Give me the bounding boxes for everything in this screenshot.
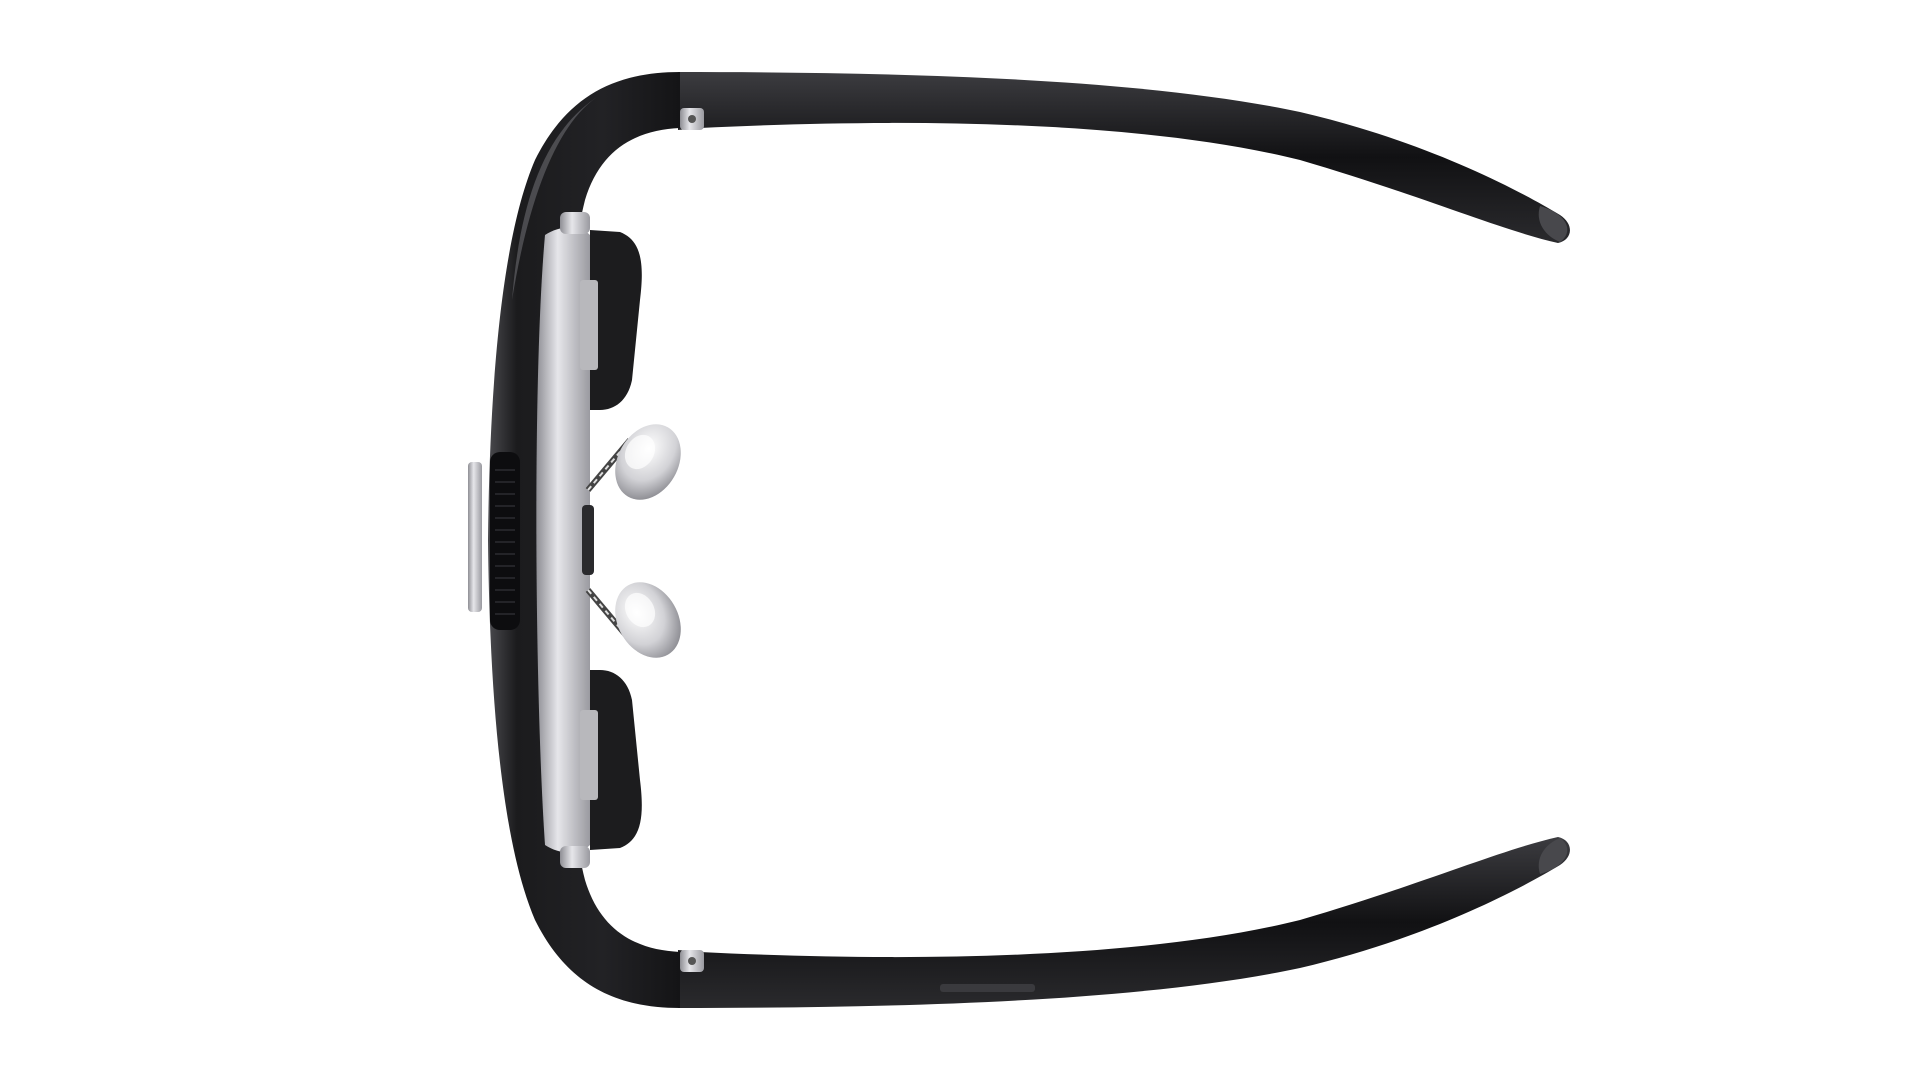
upper-lens-housing	[590, 230, 642, 410]
front-frame	[488, 72, 680, 1008]
glasses	[468, 72, 1570, 1008]
temple-button-slot	[940, 984, 1035, 992]
upper-nose-pad	[585, 424, 681, 500]
speaker-grille	[490, 452, 520, 630]
upper-temple-arm	[678, 72, 1570, 243]
upper-temple-tip	[1538, 206, 1568, 242]
lower-nose-pad	[585, 582, 681, 658]
upper-hinge-screw	[688, 115, 696, 123]
speaker-grille-lines	[495, 469, 515, 615]
display-module	[536, 227, 590, 853]
upper-lens-bracket	[580, 280, 598, 370]
nose-bridge-post	[582, 505, 594, 575]
front-center-button	[468, 462, 482, 612]
lower-temple-tip	[1538, 838, 1568, 874]
lower-lens-housing	[590, 670, 642, 850]
lower-temple-arm	[678, 837, 1570, 1008]
lower-lens-bracket	[580, 710, 598, 800]
lower-hinge-screw	[688, 957, 696, 965]
dimension-lines	[423, 71, 1572, 1010]
lower-corner-screw	[560, 846, 590, 868]
upper-corner-screw	[560, 212, 590, 234]
